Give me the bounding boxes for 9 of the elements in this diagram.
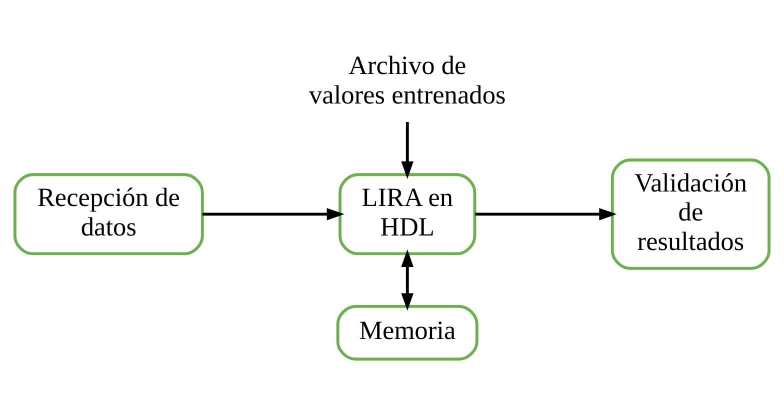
node-box: Recepción de datos: [13, 172, 204, 255]
node-text: Archivo de valores entrenados: [308, 50, 506, 109]
node-box: Memoria: [336, 304, 478, 360]
arrow: [202, 208, 344, 220]
arrow: [401, 121, 414, 178]
arrow: [401, 248, 414, 310]
node-box: LIRA en HDL: [338, 172, 476, 255]
arrow: [475, 208, 617, 220]
node-box: Validación de resultados: [610, 158, 771, 270]
